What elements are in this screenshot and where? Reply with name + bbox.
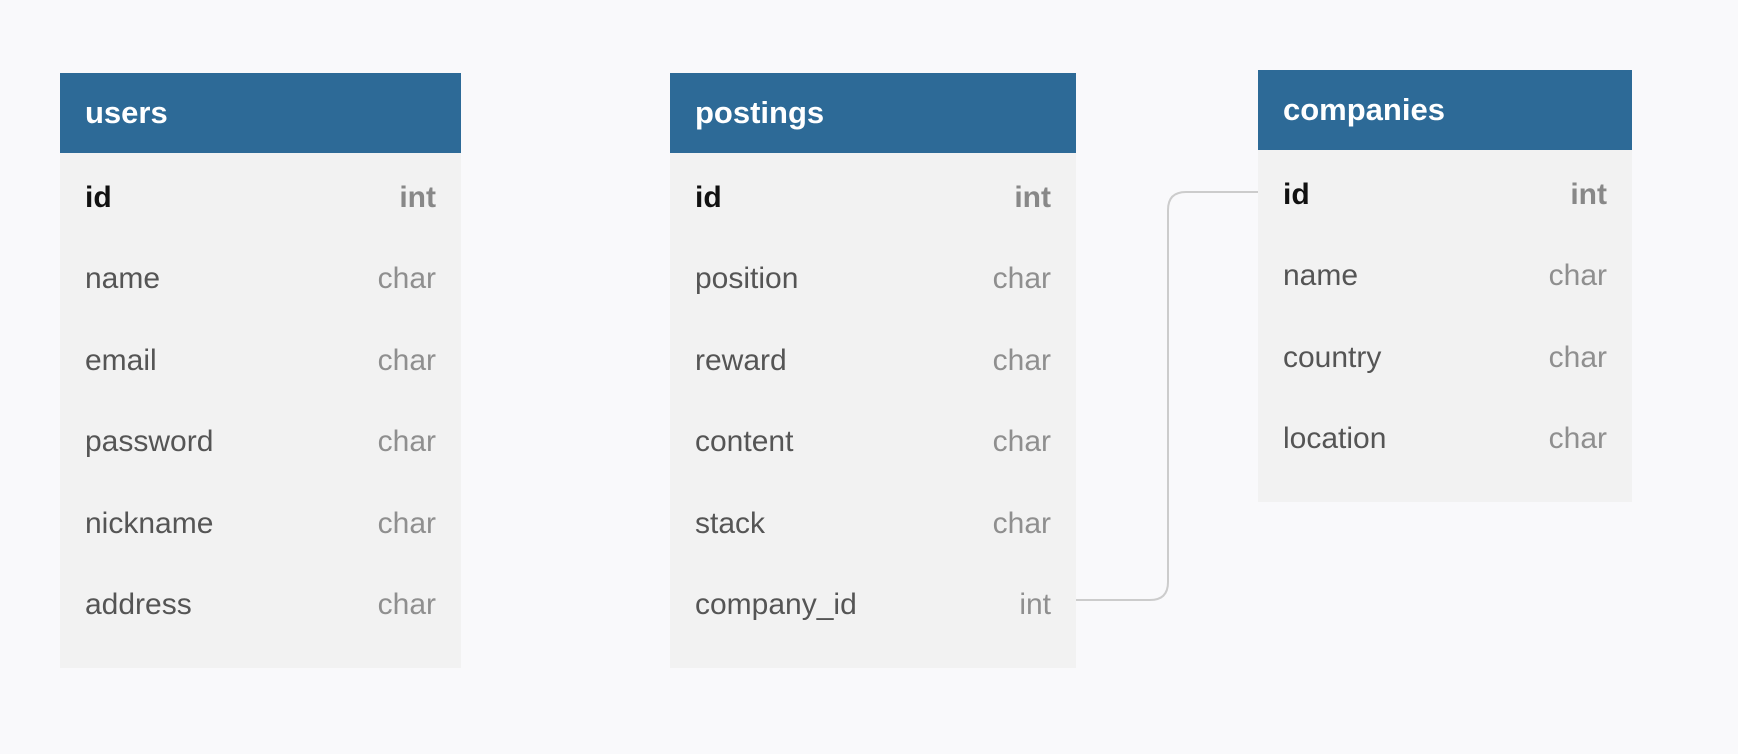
column-type: char [992,262,1051,296]
column-type: char [377,506,436,540]
column-type: char [1548,340,1607,374]
column-row-id[interactable]: id int [1258,154,1632,236]
column-name: id [1283,177,1310,211]
column-row-position[interactable]: position char [670,239,1076,321]
column-row-name[interactable]: name char [1258,236,1632,318]
table-companies[interactable]: companies id int name char country char … [1258,70,1632,502]
column-row-reward[interactable]: reward char [670,320,1076,402]
column-row-nickname[interactable]: nickname char [60,483,461,565]
column-name: name [1283,259,1359,293]
column-name: nickname [85,506,214,540]
table-header-companies[interactable]: companies [1258,70,1632,150]
column-name: reward [695,343,787,377]
column-name: id [695,180,722,214]
column-type: int [1014,180,1051,214]
column-row-location[interactable]: location char [1258,399,1632,481]
column-type: char [992,343,1051,377]
column-name: id [85,180,112,214]
column-row-stack[interactable]: stack char [670,483,1076,565]
column-type: int [399,180,436,214]
table-header-postings[interactable]: postings [670,73,1076,153]
column-type: char [377,262,436,296]
column-row-id[interactable]: id int [670,157,1076,239]
column-name: password [85,425,214,459]
column-row-name[interactable]: name char [60,239,461,321]
column-type: char [1548,422,1607,456]
table-users[interactable]: users id int name char email char passwo… [60,73,461,668]
column-type: char [992,425,1051,459]
table-body-companies: id int name char country char location c… [1258,150,1632,502]
column-name: company_id [695,588,857,622]
relation-line-postings-company-id-to-companies-id[interactable] [1076,191,1258,601]
table-body-postings: id int position char reward char content… [670,153,1076,668]
column-row-id[interactable]: id int [60,157,461,239]
column-name: location [1283,422,1387,456]
column-row-company-id[interactable]: company_id int [670,565,1076,647]
column-name: stack [695,506,766,540]
table-body-users: id int name char email char password cha… [60,153,461,668]
table-header-users[interactable]: users [60,73,461,153]
column-name: country [1283,340,1382,374]
column-name: address [85,588,192,622]
column-name: email [85,343,157,377]
column-name: position [695,262,799,296]
column-row-address[interactable]: address char [60,565,461,647]
column-row-email[interactable]: email char [60,320,461,402]
column-row-content[interactable]: content char [670,402,1076,484]
column-type: int [1570,177,1607,211]
column-row-password[interactable]: password char [60,402,461,484]
column-type: char [992,506,1051,540]
column-type: char [377,588,436,622]
column-row-country[interactable]: country char [1258,317,1632,399]
column-type: char [377,343,436,377]
column-type: int [1019,588,1051,622]
column-type: char [1548,259,1607,293]
column-name: content [695,425,794,459]
table-postings[interactable]: postings id int position char reward cha… [670,73,1076,668]
column-name: name [85,262,161,296]
column-type: char [377,425,436,459]
